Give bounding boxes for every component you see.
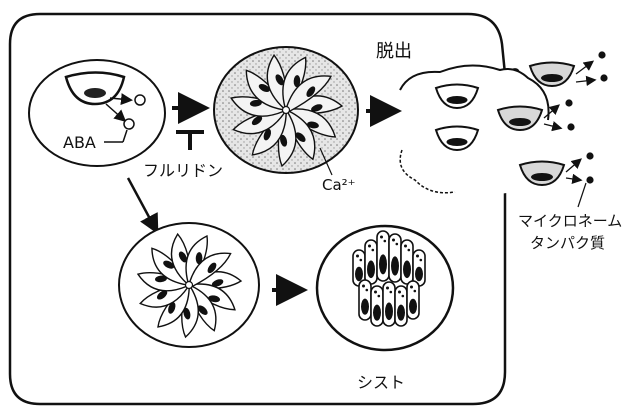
aba-release-arrow (110, 98, 130, 100)
bradyzoite (395, 286, 407, 326)
secretion-arrow (576, 62, 592, 74)
fluridone-label: フルリドン (143, 161, 223, 180)
microneme-protein-dot (565, 99, 572, 106)
aba-label: ABA (63, 133, 96, 152)
inhibition-symbol (176, 132, 204, 150)
release-label: 脱出 (376, 41, 412, 62)
bradyzoite (407, 281, 419, 319)
bradyzoite (389, 234, 401, 282)
secretion-arrow (566, 178, 580, 180)
microneme-protein-dot (586, 176, 593, 183)
residual-body (283, 107, 290, 114)
microneme-protein-dot (600, 74, 607, 81)
stage1-parasite-nucleus (84, 88, 106, 98)
bradyzoite (371, 286, 383, 326)
microneme-protein-dot (586, 152, 593, 159)
bradyzoite (401, 240, 413, 284)
microneme-label-line2: タンパク質 (530, 234, 605, 252)
aba-molecule (124, 119, 134, 129)
microneme-protein-dot (598, 51, 605, 58)
aba-molecule (135, 95, 145, 105)
arrow-to-stage3 (128, 178, 156, 230)
microneme-leader-line (578, 183, 586, 207)
secretion-arrow (576, 80, 594, 82)
bradyzoite (377, 231, 389, 281)
bradyzoite (383, 282, 395, 326)
bradyzoite (365, 240, 377, 284)
cyst-label: シスト (357, 373, 405, 392)
calcium-label: Ca²⁺ (322, 176, 356, 194)
residual-body (186, 282, 193, 289)
secretion-arrow (566, 160, 580, 172)
aba-release-arrow (106, 104, 124, 120)
aba-leader-line (123, 130, 127, 142)
microneme-label-line1: マイクロネーム (518, 212, 622, 230)
bradyzoite (359, 280, 371, 320)
microneme-protein-dot (567, 123, 574, 130)
